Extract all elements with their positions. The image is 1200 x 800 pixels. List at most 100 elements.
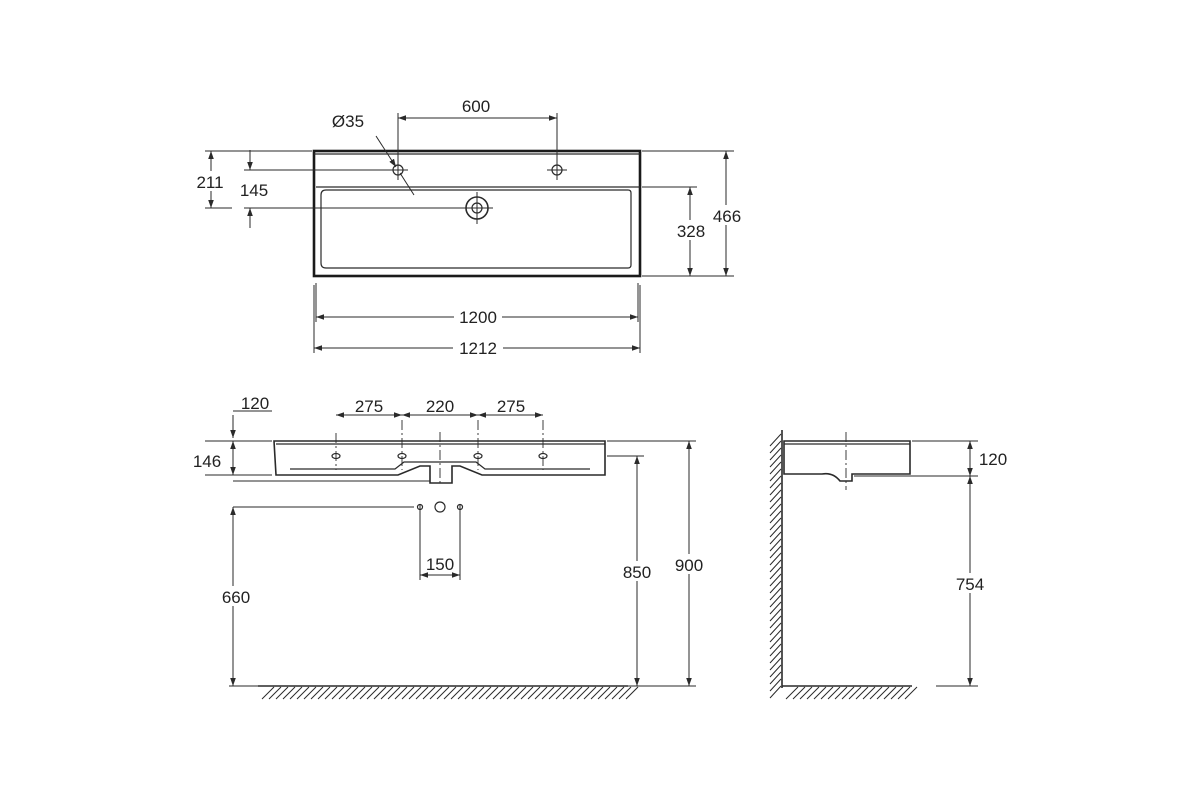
hatch-stroke (769, 524, 782, 538)
hatch-stroke (331, 686, 345, 700)
side-view: 120 754 (769, 430, 1007, 700)
hatch-stroke (583, 686, 597, 700)
hatch-stroke (769, 685, 782, 699)
hatch-stroke (769, 580, 782, 594)
hatch-stroke (883, 686, 897, 700)
hatch-stroke (769, 615, 782, 629)
dim-front-height: 146 (193, 452, 221, 471)
hatch-stroke (324, 686, 338, 700)
hatch-stroke (366, 686, 380, 700)
dim-hole-diameter: Ø35 (332, 112, 364, 131)
hatch-stroke (387, 686, 401, 700)
dim-inner-width: 1200 (459, 308, 497, 327)
hatch-stroke (569, 686, 583, 700)
dim-side-height: 120 (979, 450, 1007, 469)
hatch-stroke (792, 686, 806, 700)
hatch-stroke (769, 482, 782, 496)
side-floor-hatch (785, 686, 918, 700)
hatch-stroke (769, 489, 782, 503)
hatch-stroke (359, 686, 373, 700)
hatch-stroke (769, 454, 782, 468)
hatch-stroke (471, 686, 485, 700)
hatch-stroke (848, 686, 862, 700)
hatch-stroke (769, 643, 782, 657)
dim-outlet-height: 660 (222, 588, 250, 607)
dim-outlet-spacing: 150 (426, 555, 454, 574)
hatch-stroke (769, 671, 782, 685)
dim-total-depth: 466 (713, 207, 741, 226)
hatch-stroke (506, 686, 520, 700)
hatch-stroke (618, 686, 632, 700)
hatch-stroke (576, 686, 590, 700)
hatch-stroke (408, 686, 422, 700)
hatch-stroke (827, 686, 841, 700)
hatch-stroke (799, 686, 813, 700)
dim-drain-offset: 145 (240, 181, 268, 200)
tap-hole-left (388, 160, 408, 180)
hatch-stroke (373, 686, 387, 700)
hatch-stroke (769, 510, 782, 524)
basin-bowl (320, 189, 632, 269)
hatch-stroke (261, 686, 275, 700)
side-basin-profile (783, 440, 911, 482)
hatch-stroke (611, 686, 625, 700)
hatch-stroke (541, 686, 555, 700)
hatch-stroke (769, 650, 782, 664)
hatch-stroke (562, 686, 576, 700)
hatch-stroke (478, 686, 492, 700)
hatch-stroke (769, 545, 782, 559)
front-basin-outline (273, 440, 606, 484)
hatch-stroke (282, 686, 296, 700)
hatch-stroke (769, 587, 782, 601)
hatch-stroke (457, 686, 471, 700)
hatch-stroke (590, 686, 604, 700)
hatch-stroke (275, 686, 289, 700)
dim-spacing-center: 220 (426, 397, 454, 416)
hatch-stroke (310, 686, 324, 700)
hatch-stroke (869, 686, 883, 700)
hatch-stroke (527, 686, 541, 700)
hatch-stroke (485, 686, 499, 700)
hatch-stroke (769, 657, 782, 671)
hatch-stroke (769, 517, 782, 531)
hatch-stroke (769, 552, 782, 566)
hatch-stroke (422, 686, 436, 700)
hatch-stroke (904, 686, 918, 700)
hatch-stroke (769, 475, 782, 489)
hatch-stroke (820, 686, 834, 700)
hatch-stroke (296, 686, 310, 700)
hatch-stroke (769, 636, 782, 650)
outlet-center (434, 501, 446, 513)
hatch-stroke (769, 664, 782, 678)
hatch-stroke (769, 538, 782, 552)
floor-hatch (261, 686, 639, 700)
hatch-stroke (436, 686, 450, 700)
hatch-stroke (769, 503, 782, 517)
tap-hole-right (547, 160, 567, 180)
hatch-stroke (268, 686, 282, 700)
top-view: 600 Ø35 211 145 328 466 1200 (194, 97, 744, 358)
hatch-stroke (597, 686, 611, 700)
hatch-stroke (769, 433, 782, 447)
hatch-stroke (769, 531, 782, 545)
hatch-stroke (352, 686, 366, 700)
hatch-stroke (513, 686, 527, 700)
hatch-stroke (534, 686, 548, 700)
hatch-stroke (813, 686, 827, 700)
dim-tap-spacing: 600 (462, 97, 490, 116)
dim-wall-offset: 120 (241, 394, 269, 413)
hatch-stroke (862, 686, 876, 700)
hatch-stroke (769, 468, 782, 482)
hatch-stroke (806, 686, 820, 700)
hatch-stroke (769, 629, 782, 643)
hatch-stroke (401, 686, 415, 700)
dim-spacing-left: 275 (355, 397, 383, 416)
hatch-stroke (897, 686, 911, 700)
front-view: 275 220 275 120 146 150 660 850 (193, 394, 706, 700)
hatch-stroke (499, 686, 513, 700)
hatch-stroke (317, 686, 331, 700)
hatch-stroke (769, 559, 782, 573)
hatch-stroke (429, 686, 443, 700)
hatch-stroke (769, 440, 782, 454)
